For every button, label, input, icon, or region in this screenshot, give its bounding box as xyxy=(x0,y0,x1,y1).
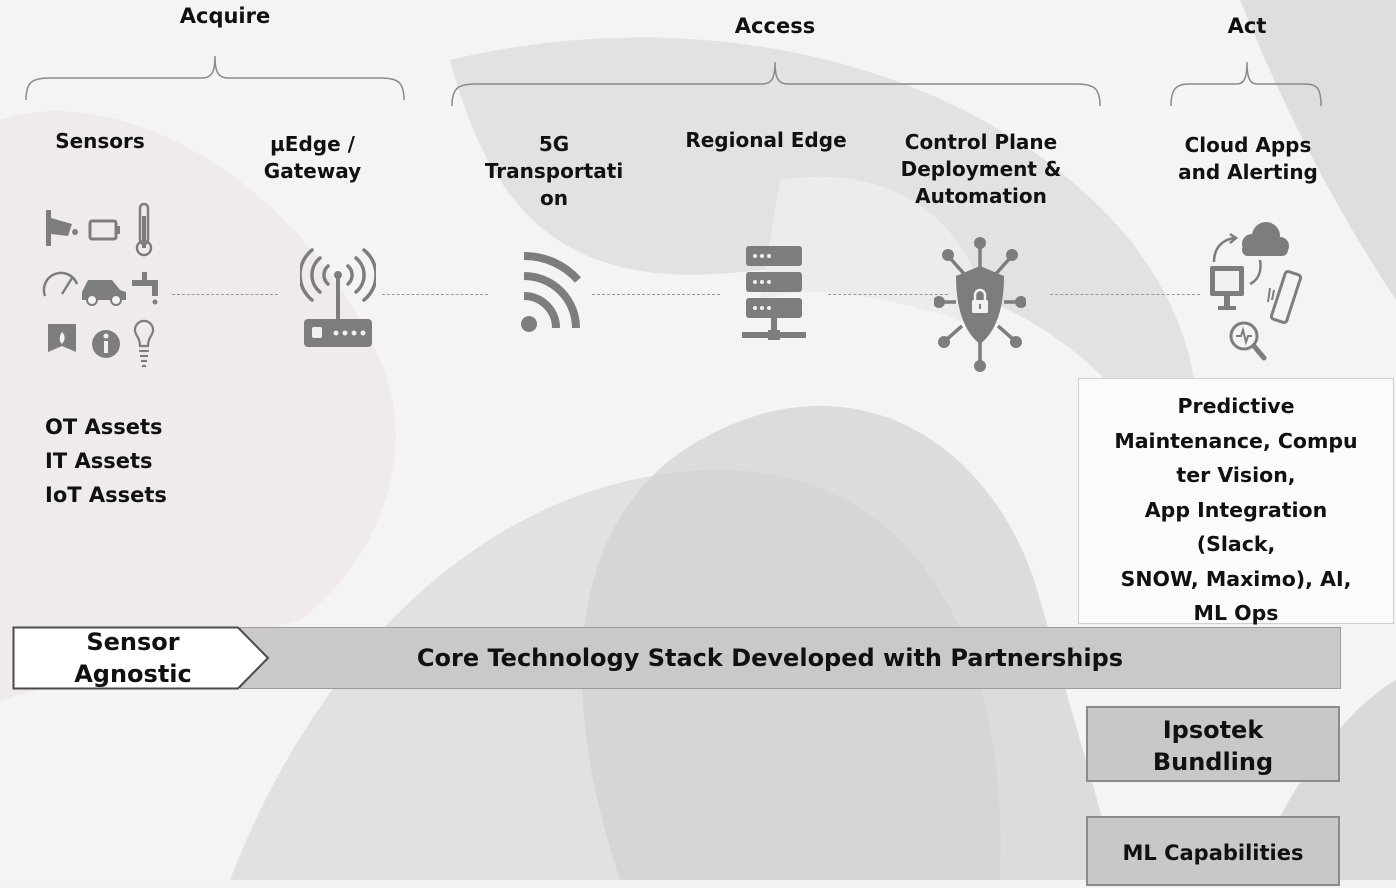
car-icon xyxy=(82,280,126,306)
phone-icon xyxy=(1267,270,1303,324)
connector-line xyxy=(592,294,720,295)
asset-ot: OT Assets xyxy=(45,415,163,439)
camera-icon xyxy=(46,210,78,246)
phase-acquire: Acquire xyxy=(179,4,271,28)
sensor-agnostic-chevron xyxy=(12,626,270,690)
label-regional-edge: Regional Edge xyxy=(685,128,847,152)
sensor-icons xyxy=(42,202,158,368)
lightbulb-icon xyxy=(133,319,155,368)
asset-it: IT Assets xyxy=(45,449,153,473)
use-cases-text: Predictive Maintenance, Compu ter Vision… xyxy=(1114,394,1358,625)
use-cases-box: Predictive Maintenance, Compu ter Vision… xyxy=(1078,378,1394,625)
ipsotek-bundling-label: Ipsotek Bundling xyxy=(1152,716,1274,776)
gauge-icon xyxy=(42,271,79,297)
phase-act: Act xyxy=(1227,14,1267,38)
label-control-plane: Control Plane Deployment & Automation xyxy=(900,130,1062,208)
cloud-apps-icons xyxy=(1210,222,1303,361)
label-cloud-apps: Cloud Apps and Alerting xyxy=(1178,133,1318,184)
assets-list: OT Assets IT Assets IoT Assets xyxy=(45,410,167,512)
faucet-icon xyxy=(132,272,158,305)
sensor-agnostic-label: Sensor Agnostic xyxy=(74,628,192,688)
label-uedge-gateway: µEdge / Gateway xyxy=(263,132,362,183)
info-icon xyxy=(92,330,120,358)
connector-line xyxy=(172,294,278,295)
security-lock-icon xyxy=(934,237,1026,372)
monitor-icon xyxy=(1210,266,1244,310)
wifi-signal-icon xyxy=(521,251,581,332)
connector-line xyxy=(1050,294,1200,295)
fire-alarm-icon xyxy=(48,324,76,352)
acquire-brace xyxy=(25,55,405,101)
analytics-icon xyxy=(1229,321,1267,361)
access-brace xyxy=(451,61,1101,107)
battery-icon xyxy=(88,219,120,241)
ipsotek-bundling-box: Ipsotek Bundling xyxy=(1086,706,1340,782)
cloud-icon xyxy=(1242,222,1289,256)
phase-access: Access xyxy=(734,14,816,38)
act-brace xyxy=(1170,61,1322,107)
core-stack-label: Core Technology Stack Developed with Par… xyxy=(416,644,1124,672)
connector-line xyxy=(382,294,488,295)
label-sensors: Sensors xyxy=(55,129,145,153)
router-icon xyxy=(300,248,376,347)
core-stack-bar xyxy=(240,627,1341,689)
asset-iot: IoT Assets xyxy=(45,483,167,507)
server-icon xyxy=(742,246,806,340)
ml-capabilities-box: ML Capabilities xyxy=(1086,816,1340,886)
label-5g-transportation: 5G Transportati on xyxy=(484,132,624,210)
ml-capabilities-label: ML Capabilities xyxy=(1122,841,1304,865)
connector-line xyxy=(828,294,948,295)
thermometer-icon xyxy=(135,202,153,257)
